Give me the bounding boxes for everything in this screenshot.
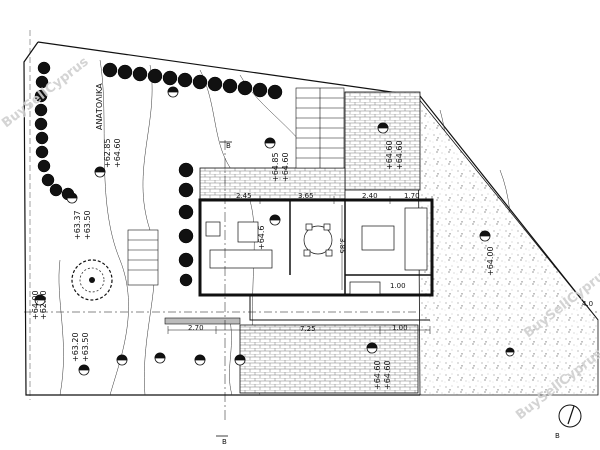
dimension-1: 2.45: [236, 192, 252, 200]
dining-table: [303, 225, 333, 255]
furniture: [205, 207, 428, 295]
west-shrubs: [178, 162, 194, 287]
section-mark-top: B: [226, 142, 231, 150]
level-south-left: +63.20: [71, 332, 80, 362]
level-south-patio: +64.60: [373, 360, 382, 390]
compass-letter: B: [555, 432, 560, 440]
dimension-4: 1.70: [404, 192, 420, 200]
dimension-bottom-mid: 7.25: [300, 325, 316, 333]
level-west-edge-b: +64.00: [31, 290, 40, 320]
dimension-bottom-left: 2.70: [188, 324, 204, 332]
stair-north: [295, 87, 345, 169]
stair-west: [127, 229, 159, 286]
level-right-patio: +64.60: [385, 140, 394, 170]
level-south-patio-b: +64.60: [383, 360, 392, 390]
sofa: [209, 249, 273, 269]
level-top-patio-b: +64.60: [281, 152, 290, 182]
level-top-patio: +64.85: [271, 152, 280, 182]
level-west-lawn-b: +63.50: [83, 210, 92, 240]
level-garden-right: +64.00: [486, 246, 495, 276]
tree-icon: [71, 259, 113, 301]
dimension-right-room: 1.00: [390, 282, 406, 290]
dimension-vertical-mid: 3.85: [338, 238, 346, 254]
dimensions-top: 2.45 3.65 2.40 1.70: [236, 192, 420, 200]
level-west-lawn: +63.37: [73, 210, 82, 240]
section-marks: B B: [216, 141, 232, 446]
level-right-patio-b: +64.60: [395, 140, 404, 170]
level-living-room: +64.6: [257, 225, 266, 250]
west-hedge: [34, 61, 75, 201]
paved-areas: [199, 91, 421, 394]
compass-icon: B: [555, 404, 582, 440]
side-label: ΑΝΑΤΟΛΙΚΑ: [95, 83, 104, 130]
section-mark-bottom: B: [222, 438, 227, 446]
dimension-3: 2.40: [362, 192, 378, 200]
kitchen-island: [361, 225, 395, 251]
level-markers: [34, 86, 515, 376]
dimension-bottom-right: 1.00: [392, 324, 408, 332]
dimension-lines: [167, 140, 433, 420]
level-south-left-b: +63.50: [81, 332, 90, 362]
dimension-2: 3.65: [298, 192, 314, 200]
dimension-right-side: 4.0: [582, 300, 593, 308]
level-west-edge: +62.90: [39, 290, 48, 320]
level-north-strip-b: +64.60: [113, 138, 122, 168]
level-labels: +62.85 +64.60 +64.85 +64.60 +64.60 +64.6…: [31, 138, 495, 390]
north-hedge: [102, 62, 283, 100]
house-walls: [164, 198, 434, 325]
level-north-strip: +62.85: [103, 138, 112, 168]
